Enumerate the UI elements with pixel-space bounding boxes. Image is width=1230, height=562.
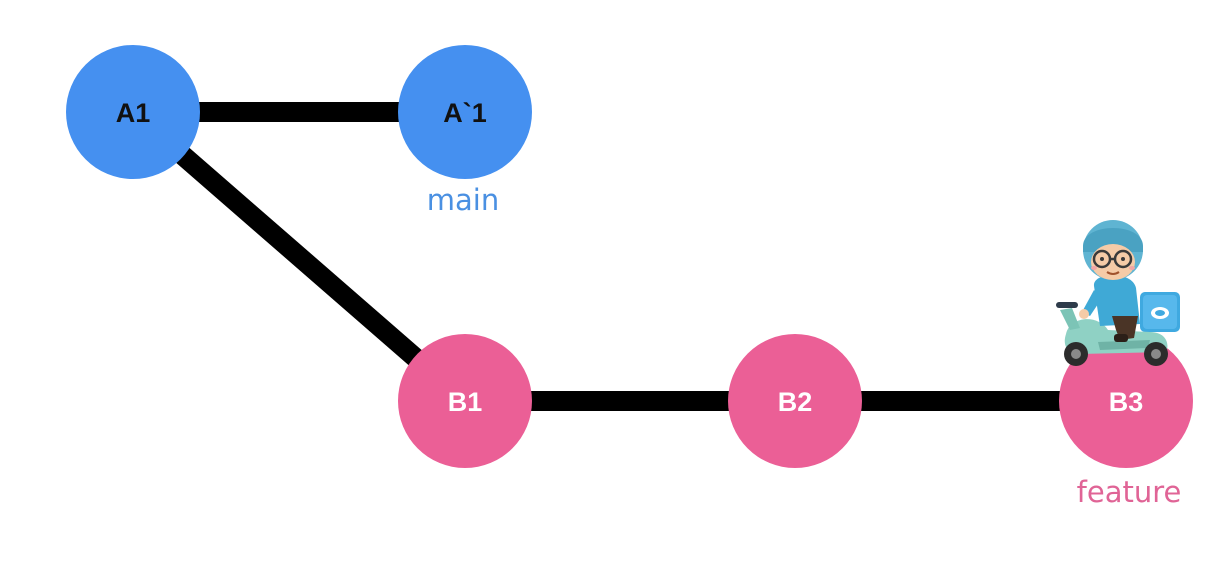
commit-node-b3: B3	[1059, 334, 1193, 468]
commit-circle-b1	[398, 334, 532, 468]
commit-label-b1: B1	[448, 387, 483, 417]
commit-label-b2: B2	[778, 387, 813, 417]
commit-node-a1: A1	[66, 45, 200, 179]
commit-label-b3: B3	[1109, 387, 1144, 417]
branch-label-feature: feature	[1077, 475, 1182, 509]
commit-circle-b3	[1059, 334, 1193, 468]
edge-a1-b1	[123, 102, 475, 411]
scooter-rider-icon	[1056, 220, 1180, 366]
commit-node-a1prime: A`1	[398, 45, 532, 179]
commit-label-a1: A1	[116, 98, 151, 128]
edges	[123, 102, 1136, 411]
commit-circle-a1	[66, 45, 200, 179]
commit-node-b2: B2	[728, 334, 862, 468]
commit-circle-a1prime	[398, 45, 532, 179]
commit-node-b1: B1	[398, 334, 532, 468]
branch-label-main: main	[427, 183, 499, 217]
commit-circle-b2	[728, 334, 862, 468]
commit-label-a1prime: A`1	[443, 98, 487, 128]
